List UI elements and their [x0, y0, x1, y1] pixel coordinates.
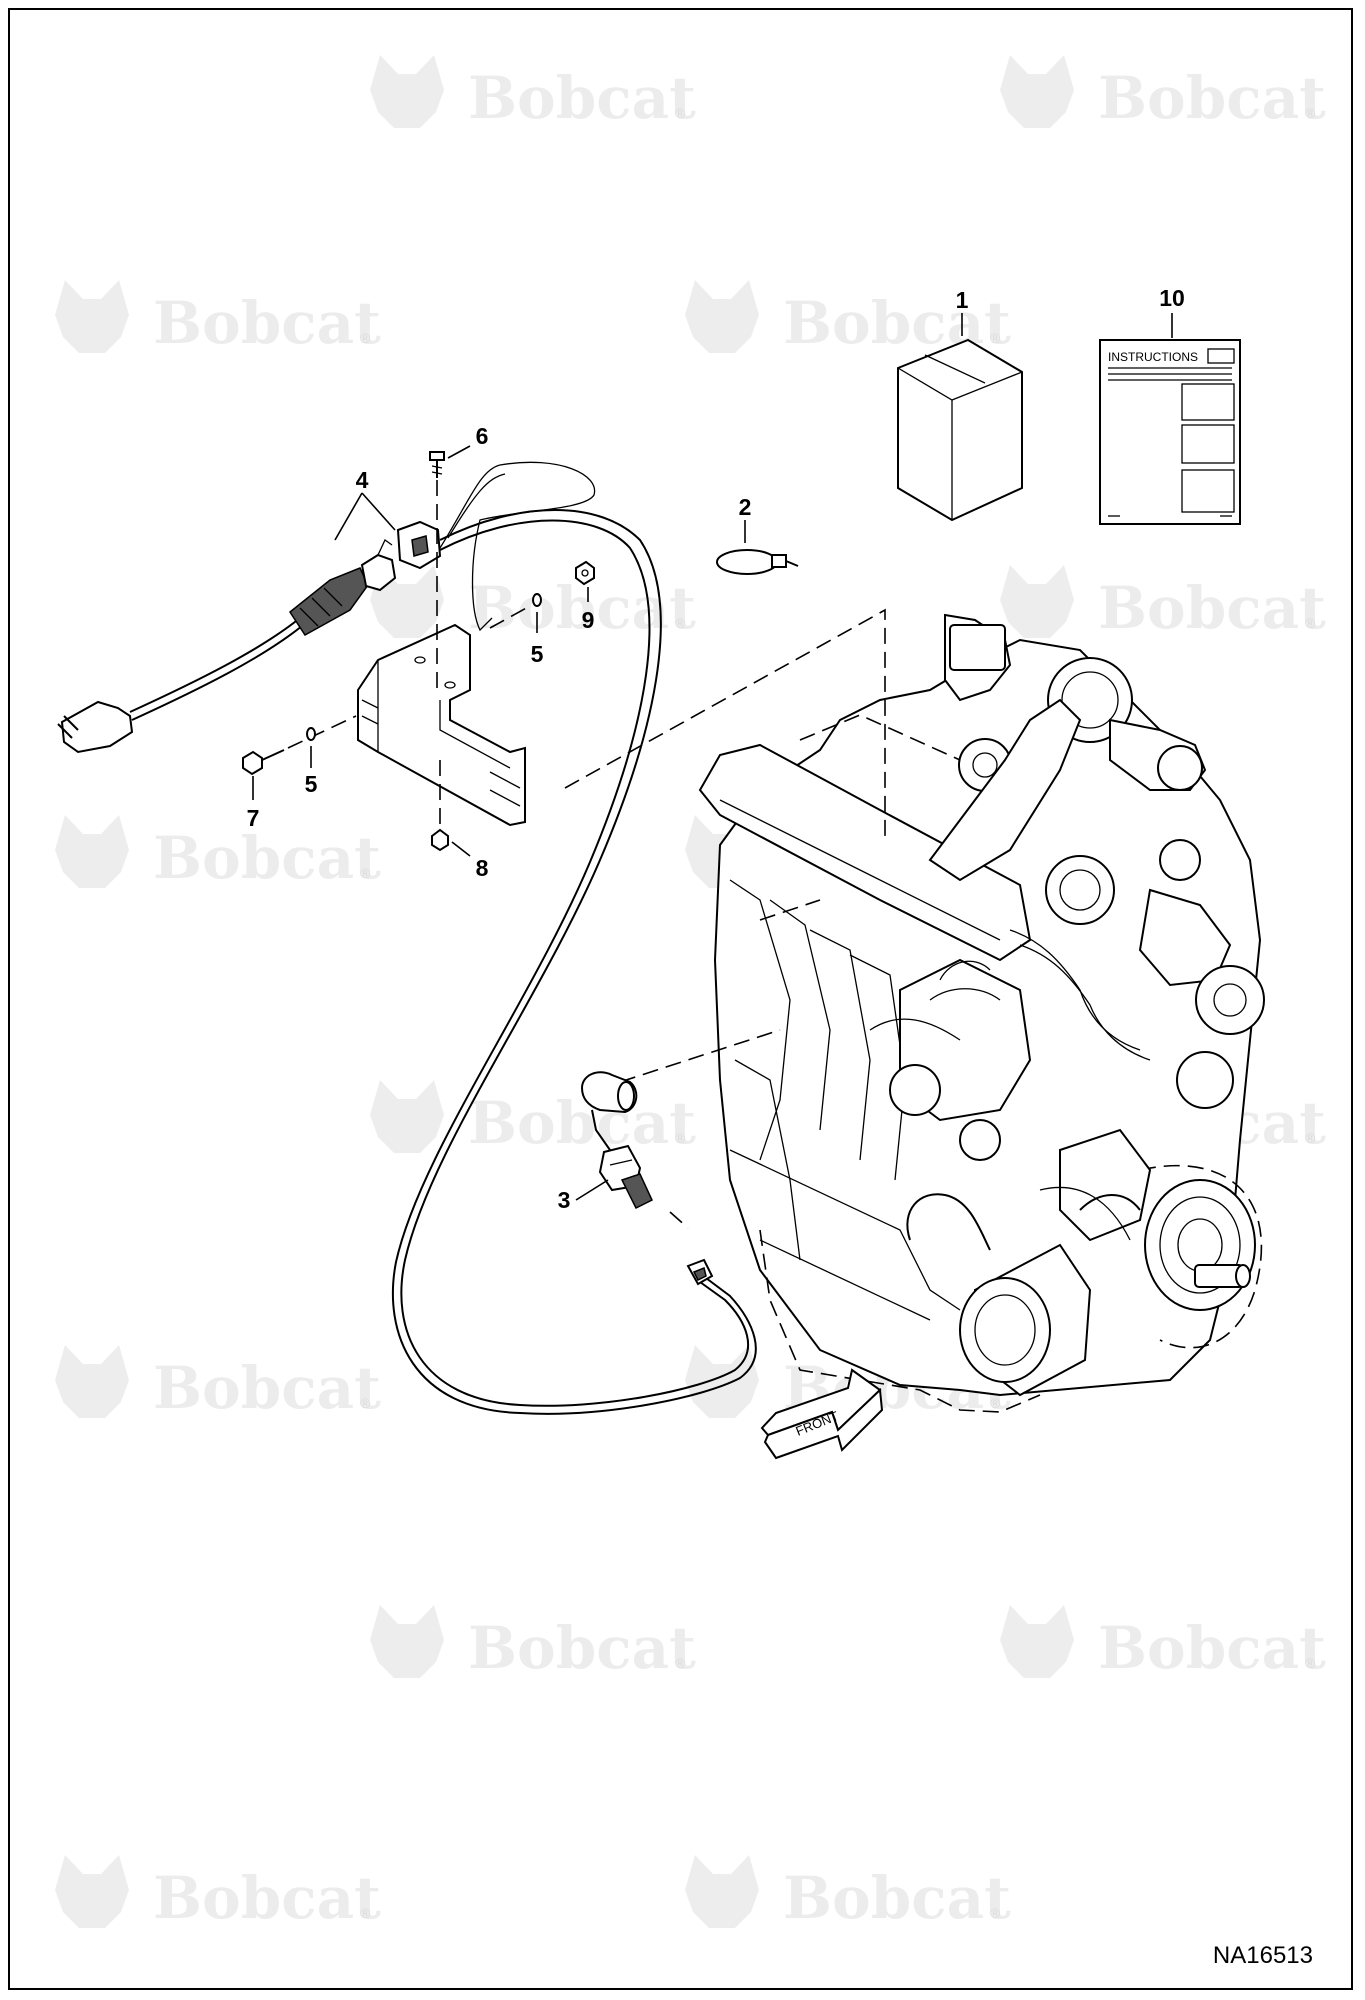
callout-8: 8 — [476, 855, 489, 881]
bobcat-logo-icon — [1000, 565, 1074, 638]
watermark-registered-mark: ® — [675, 105, 686, 121]
bobcat-logo-icon — [685, 280, 759, 353]
bobcat-logo-icon — [55, 1855, 129, 1928]
part-4-heater-cord — [57, 461, 757, 1415]
watermark-registered-mark: ® — [1305, 1655, 1316, 1671]
watermark-text: Bobcat — [468, 1089, 696, 1157]
bobcat-watermark: Bobcat® — [370, 1605, 696, 1682]
engine-assembly — [698, 613, 1265, 1413]
bobcat-watermark: Bobcat® — [55, 1345, 381, 1422]
bobcat-watermark: Bobcat® — [55, 1855, 381, 1932]
bobcat-watermark: Bobcat® — [1000, 565, 1326, 642]
bobcat-logo-icon — [55, 280, 129, 353]
watermark-text: Bobcat — [1098, 1614, 1326, 1682]
watermark-registered-mark: ® — [360, 1395, 371, 1411]
callout-1: 1 — [956, 287, 969, 313]
bobcat-logo-icon — [370, 55, 444, 128]
part-2-cable-tie — [716, 549, 799, 575]
bobcat-watermark: Bobcat® — [1000, 1605, 1326, 1682]
watermark-registered-mark: ® — [990, 1395, 1001, 1411]
watermark-text: Bobcat — [153, 1864, 381, 1932]
watermark-text: Bobcat — [153, 824, 381, 892]
instructions-title: INSTRUCTIONS — [1108, 350, 1198, 364]
watermark-text: Bobcat — [153, 289, 381, 357]
front-arrow-icon: FRONT — [760, 1368, 884, 1460]
part-8-nut — [431, 828, 449, 852]
callout-2: 2 — [739, 494, 752, 520]
watermark-registered-mark: ® — [1305, 615, 1316, 631]
watermark-text: Bobcat — [468, 1614, 696, 1682]
bobcat-watermark: Bobcat® — [55, 815, 381, 892]
watermark-text: Bobcat — [153, 1354, 381, 1422]
bobcat-logo-icon — [1000, 55, 1074, 128]
part-3-block-heater — [580, 1071, 714, 1286]
callout-5b: 5 — [305, 771, 318, 797]
watermark-text: Bobcat — [468, 64, 696, 132]
part-7-bolt — [242, 749, 285, 776]
watermark-text: Bobcat — [1098, 574, 1326, 642]
bobcat-logo-icon — [1000, 1605, 1074, 1678]
watermark-registered-mark: ® — [1305, 105, 1316, 121]
callout-10: 10 — [1159, 285, 1185, 311]
bobcat-watermark: Bobcat® — [55, 280, 381, 357]
watermark-registered-mark: ® — [990, 330, 1001, 346]
watermark-registered-mark: ® — [675, 615, 686, 631]
watermark-registered-mark: ® — [1305, 1130, 1316, 1146]
mounting-bracket — [357, 623, 526, 827]
bobcat-logo-icon — [685, 1855, 759, 1928]
callout-3: 3 — [558, 1187, 571, 1213]
bobcat-logo-icon — [685, 1345, 759, 1418]
watermark-registered-mark: ® — [990, 1905, 1001, 1921]
watermark-registered-mark: ® — [360, 330, 371, 346]
callout-6: 6 — [476, 423, 489, 449]
bracket-mount-line — [564, 608, 886, 842]
watermark-registered-mark: ® — [360, 865, 371, 881]
callout-5a: 5 — [531, 641, 544, 667]
part-9-nut — [575, 560, 595, 586]
watermark-registered-mark: ® — [675, 1655, 686, 1671]
bobcat-watermark: Bobcat® — [685, 280, 1011, 357]
callout-9: 9 — [582, 607, 595, 633]
watermark-registered-mark: ® — [360, 1905, 371, 1921]
part-5-washer-lower — [306, 727, 316, 741]
watermark-text: Bobcat — [783, 1864, 1011, 1932]
watermark-text: Bobcat — [1098, 64, 1326, 132]
callout-7: 7 — [247, 805, 260, 831]
bobcat-logo-icon — [55, 1345, 129, 1418]
watermark-layer: Bobcat®Bobcat®Bobcat®Bobcat®Bobcat®Bobca… — [55, 55, 1326, 1932]
bobcat-logo-icon — [55, 815, 129, 888]
sensor-mount-line — [619, 1029, 781, 1083]
bobcat-logo-icon — [370, 1080, 444, 1153]
bobcat-watermark: Bobcat® — [1000, 55, 1326, 132]
part-10-instructions: INSTRUCTIONS — [1099, 339, 1241, 525]
callout-4: 4 — [356, 467, 369, 493]
bobcat-watermark: Bobcat® — [685, 1855, 1011, 1932]
bobcat-watermark: Bobcat® — [370, 1080, 696, 1157]
part-1-box — [897, 338, 1023, 522]
part-5-washer-upper — [532, 593, 542, 607]
bobcat-watermark: Bobcat® — [370, 55, 696, 132]
watermark-registered-mark: ® — [675, 1130, 686, 1146]
connector-join-line — [669, 1211, 689, 1229]
part-6-bolt — [429, 451, 445, 478]
diagram-reference-number: NA16513 — [1212, 1942, 1313, 1969]
bobcat-logo-icon — [370, 1605, 444, 1678]
